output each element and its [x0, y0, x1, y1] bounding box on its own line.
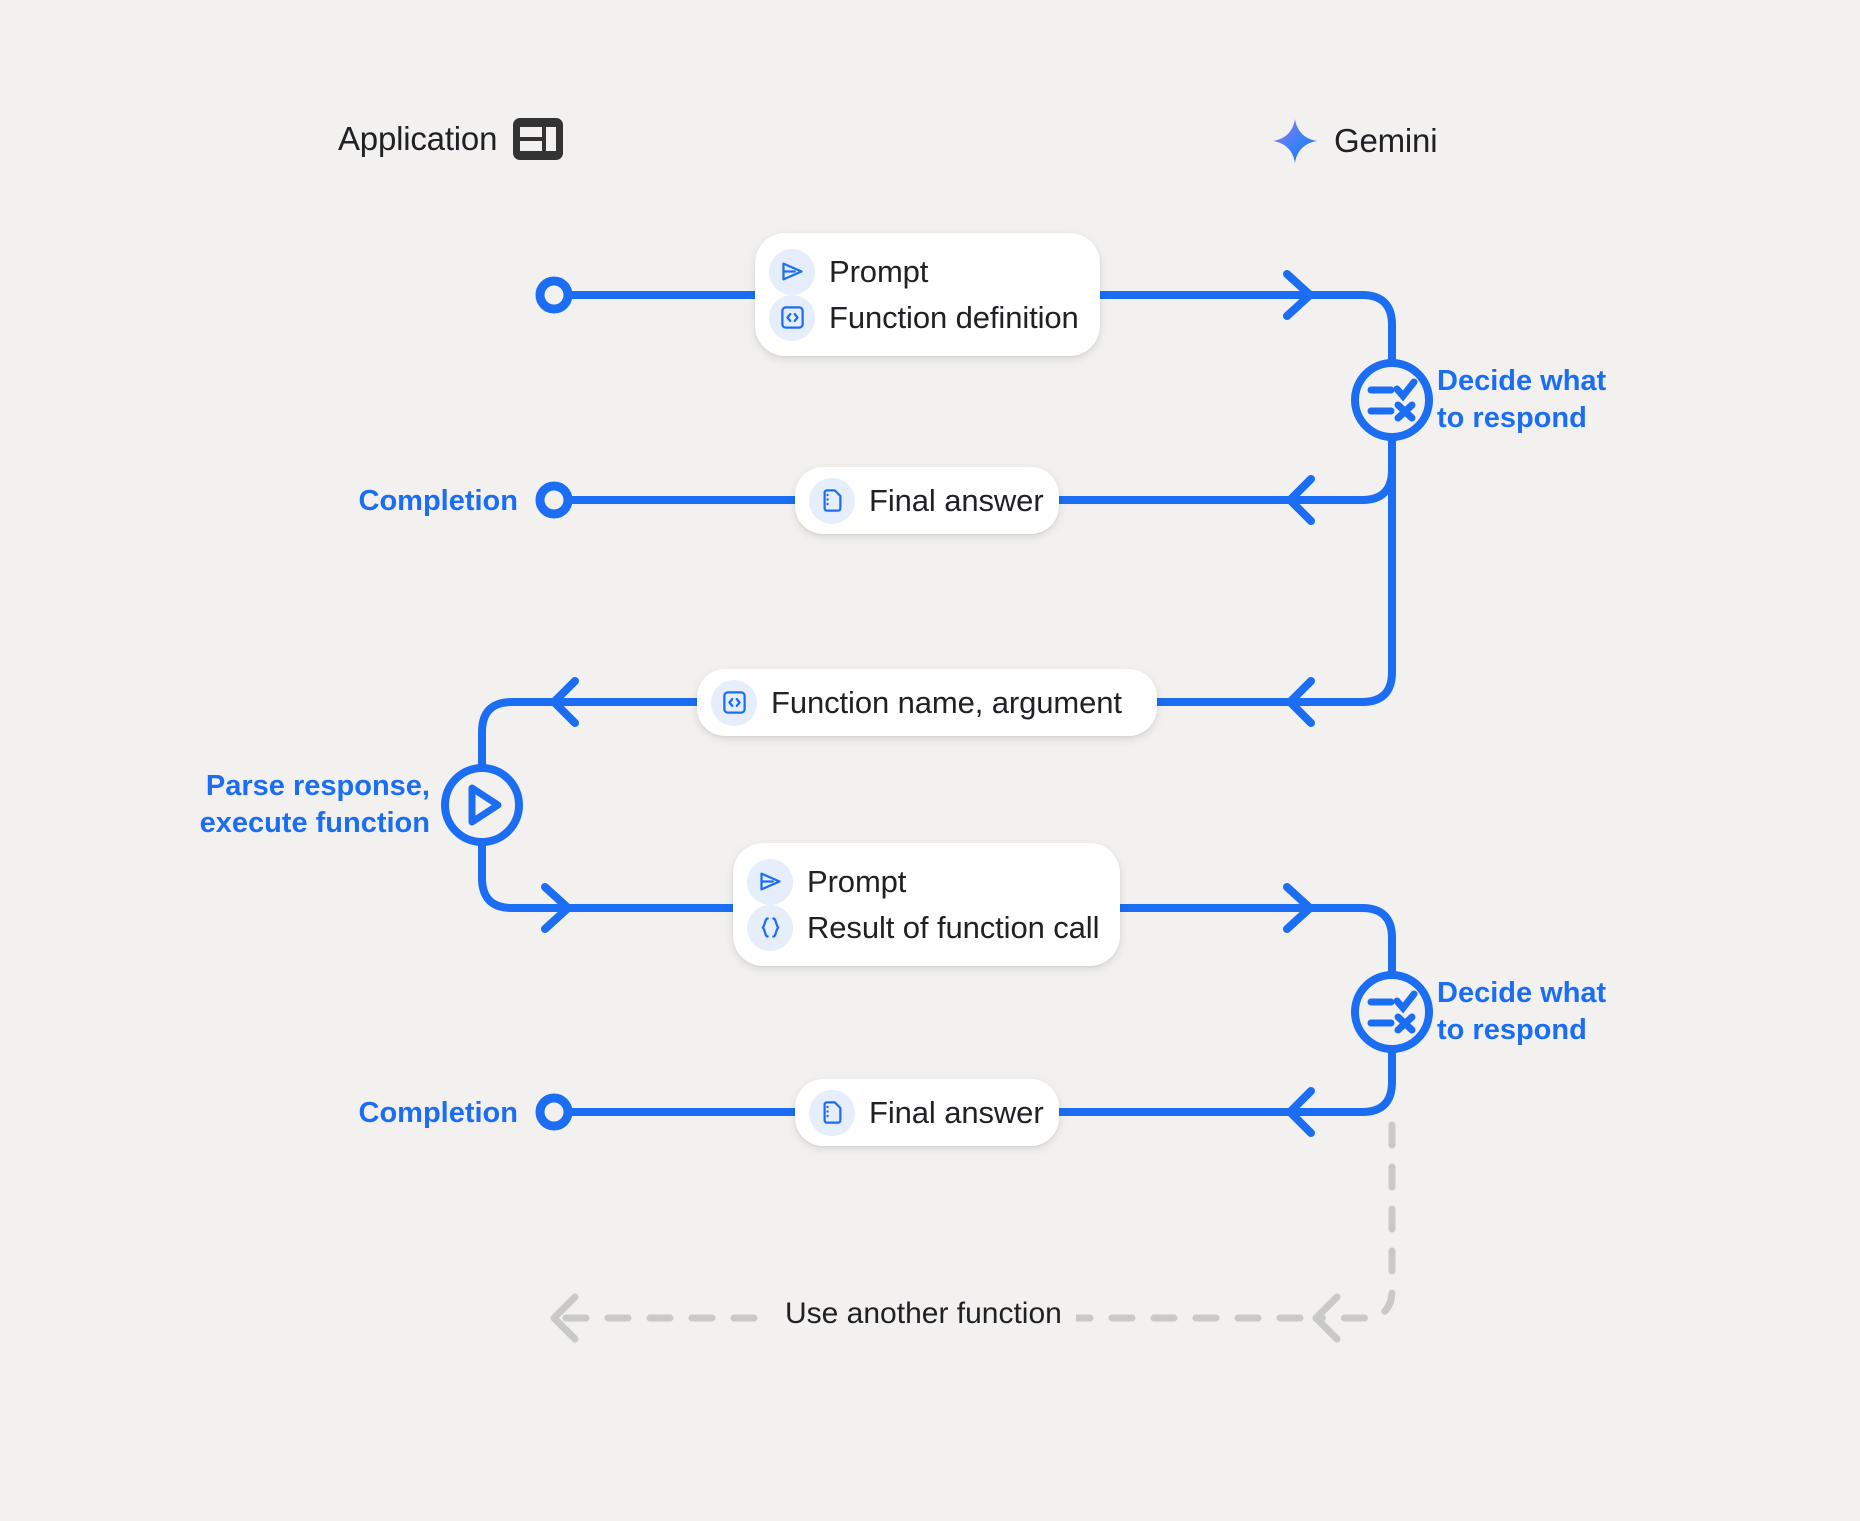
- app-layout-icon: [513, 118, 564, 160]
- send-icon: [769, 248, 815, 295]
- document-icon: [809, 477, 855, 524]
- decide-node-2: [1351, 971, 1433, 1053]
- chip-label: Function name, argument: [771, 684, 1122, 720]
- document-icon: [809, 1089, 855, 1136]
- chip-row-function-definition: Function definition: [769, 294, 1079, 341]
- chip-row-final-answer: Final answer: [809, 1089, 1044, 1136]
- annotation-completion-1: Completion: [358, 485, 519, 517]
- annotation-decide-2: Decide what to respond: [1437, 977, 1607, 1047]
- chip-row-final-answer: Final answer: [809, 477, 1044, 524]
- chip-row-prompt: Prompt: [747, 858, 1090, 905]
- gemini-sparkle-icon: [1272, 118, 1318, 164]
- lane-title-application: Application: [338, 120, 498, 157]
- chip-row-function-name: Function name, argument: [711, 679, 1127, 726]
- code-icon: [769, 294, 815, 341]
- annotation-decide-1: Decide what to respond: [1437, 365, 1607, 435]
- chip-label: Result of function call: [807, 909, 1100, 945]
- message-chip-request-1[interactable]: Prompt Function definition: [755, 233, 1100, 356]
- message-chip-request-2[interactable]: Prompt Result of function call: [733, 843, 1120, 966]
- code-icon: [711, 679, 757, 726]
- parse-execute-node: [441, 764, 523, 846]
- lane-header-gemini: Gemini: [1272, 118, 1438, 164]
- chip-label: Final answer: [869, 482, 1044, 518]
- chip-label: Prompt: [829, 253, 929, 289]
- lane-header-application: Application: [338, 118, 564, 160]
- chip-label: Final answer: [869, 1094, 1044, 1130]
- annotation-completion-2: Completion: [358, 1097, 519, 1129]
- chip-label: Prompt: [807, 863, 907, 899]
- annotation-loop: Use another function: [771, 1297, 1076, 1331]
- decide-node-1: [1351, 359, 1433, 441]
- lane-title-gemini: Gemini: [1334, 122, 1438, 159]
- message-chip-final-answer-1[interactable]: Final answer: [795, 467, 1059, 534]
- chip-row-result-of-function-call: Result of function call: [747, 904, 1099, 951]
- braces-icon: [747, 904, 793, 951]
- annotation-parse-execute: Parse response, execute function: [199, 770, 430, 840]
- flow-loop-another-function: [550, 1121, 1396, 1343]
- message-chip-final-answer-2[interactable]: Final answer: [795, 1079, 1059, 1146]
- chip-label: Function definition: [829, 299, 1079, 335]
- message-chip-function-call[interactable]: Function name, argument: [697, 669, 1157, 736]
- chip-row-prompt: Prompt: [769, 248, 1070, 295]
- send-icon: [747, 858, 793, 905]
